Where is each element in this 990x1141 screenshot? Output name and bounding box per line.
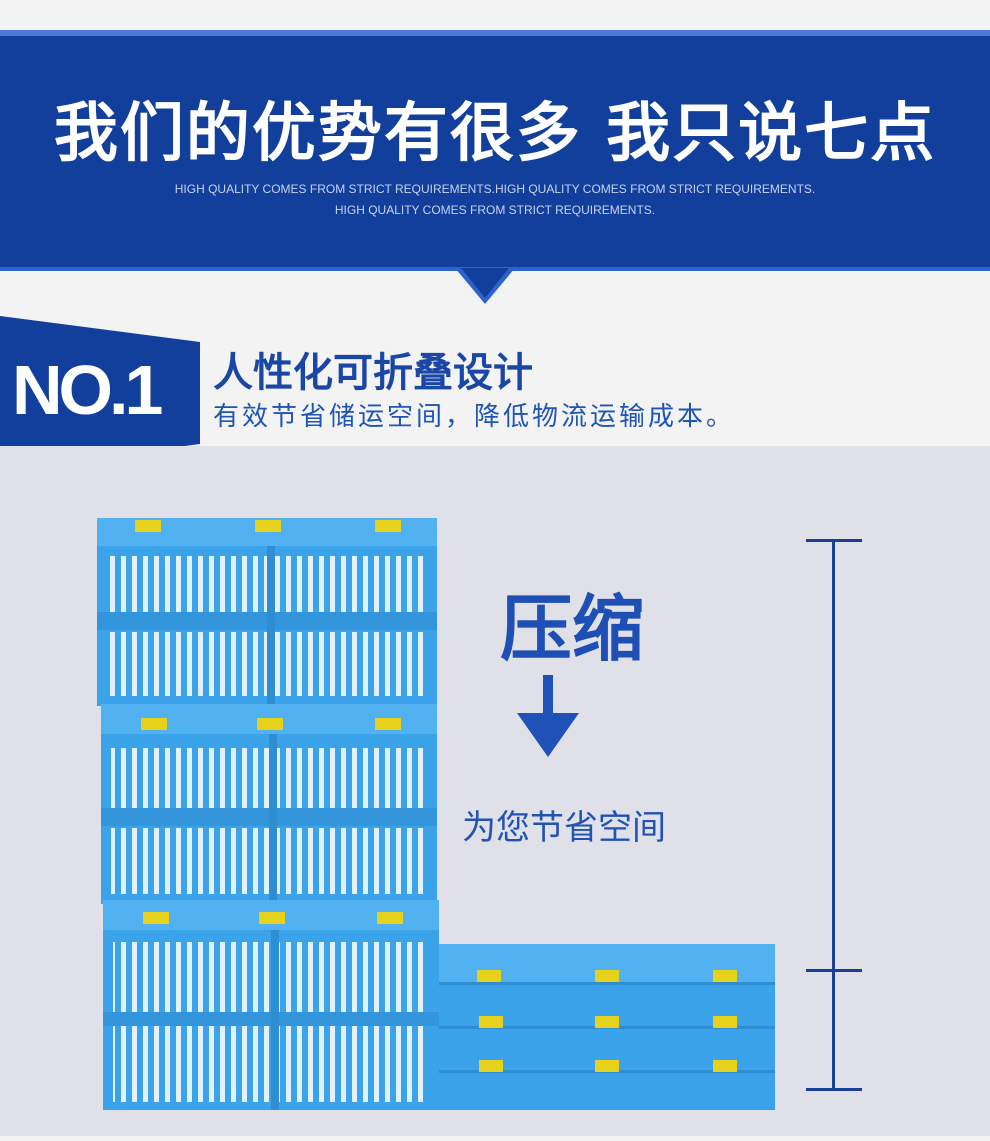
feature-number: NO.1 <box>12 351 163 429</box>
save-space-label: 为您节省空间 <box>462 808 666 848</box>
down-arrow-icon <box>517 675 579 757</box>
header-banner <box>0 30 990 270</box>
crates-illustration <box>97 518 775 1110</box>
page-headline: 我们的优势有很多 我只说七点 <box>53 97 937 171</box>
folded-crates <box>439 944 775 1110</box>
feature-subtitle: 有效节省储运空间，降低物流运输成本。 <box>213 402 736 432</box>
feature-title: 人性化可折叠设计 <box>213 350 533 396</box>
stacked-crates <box>97 518 439 1110</box>
height-measure-icon <box>806 539 862 1091</box>
number-badge <box>0 316 200 470</box>
header-subline-1: HIGH QUALITY COMES FROM STRICT REQUIREME… <box>174 182 816 196</box>
compress-label: 压缩 <box>500 587 645 671</box>
header-subline-2: HIGH QUALITY COMES FROM STRICT REQUIREME… <box>334 203 656 217</box>
banner-pointer-icon <box>455 268 515 304</box>
